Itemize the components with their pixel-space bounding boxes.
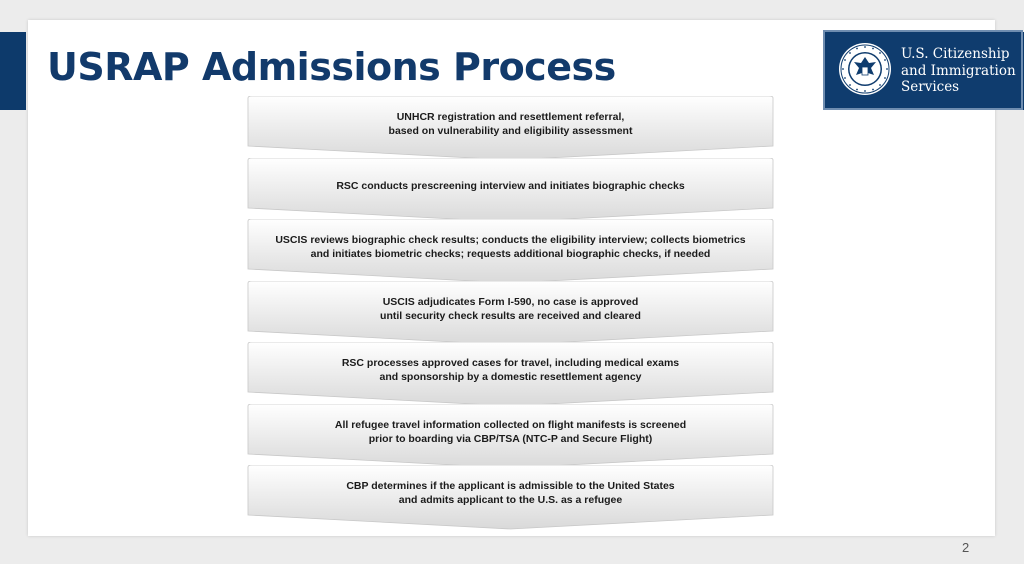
step-text-line: until security check results are receive…: [380, 310, 641, 322]
step-text-line: All refugee travel information collected…: [334, 419, 687, 431]
slide-title: USRAP Admissions Process: [47, 45, 616, 89]
agency-name: U.S. Citizenship and Immigration Service…: [901, 46, 1016, 96]
agency-name-line: and Immigration: [901, 62, 1016, 79]
step-text-line: USCIS adjudicates Form I-590, no case is…: [382, 296, 639, 308]
step-text-line: based on vulnerability and eligibility a…: [388, 125, 633, 137]
step-text-line: and sponsorship by a domestic resettleme…: [379, 371, 642, 383]
chevron-shape: [247, 342, 774, 407]
step-text-line: and admits applicant to the U.S. as a re…: [398, 494, 623, 506]
chevron-shape: [247, 404, 774, 469]
left-accent-band: [0, 32, 26, 110]
page-number: 2: [962, 540, 970, 555]
chevron-shape: [247, 219, 774, 284]
chevron-shape: [247, 158, 774, 223]
uscis-logo: U.S. Citizenship and Immigration Service…: [823, 30, 1023, 110]
step-text-line: and initiates biometric checks; requests…: [310, 248, 711, 260]
step-text-line: RSC processes approved cases for travel,…: [341, 357, 680, 369]
agency-name-line: Services: [901, 79, 960, 95]
step-text-line: prior to boarding via CBP/TSA (NTC-P and…: [368, 433, 653, 445]
dhs-seal-icon: [839, 43, 891, 95]
chevron-shape: [247, 281, 774, 346]
step-text-line: UNHCR registration and resettlement refe…: [396, 111, 625, 123]
step-text-line: USCIS reviews biographic check results; …: [275, 234, 746, 246]
step-text-line: RSC conducts prescreening interview and …: [336, 180, 685, 192]
chevron-shape: [247, 96, 774, 161]
agency-name-line: U.S. Citizenship: [901, 46, 1010, 62]
chevron-shape: [247, 465, 774, 530]
step-text-line: CBP determines if the applicant is admis…: [346, 480, 675, 492]
